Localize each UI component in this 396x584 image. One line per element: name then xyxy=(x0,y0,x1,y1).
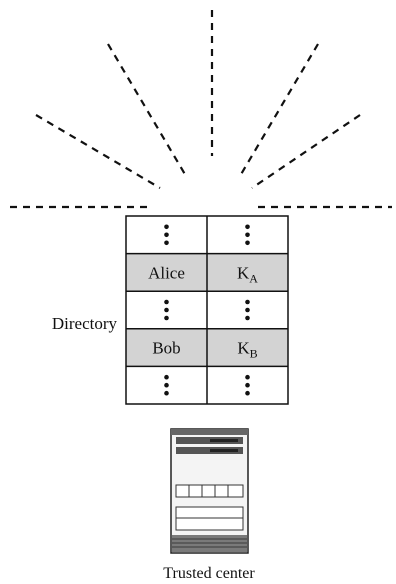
server-drive-slot-1 xyxy=(210,439,238,442)
server-caption: Trusted center xyxy=(163,565,255,582)
ellipsis-dots-name xyxy=(164,374,169,396)
server-top-cap xyxy=(171,429,248,435)
ray-left-low xyxy=(35,114,161,189)
ray-right-high xyxy=(239,43,319,177)
server-icon xyxy=(170,428,249,554)
server-drive-bay-1 xyxy=(176,437,243,444)
server-vent-lines xyxy=(172,538,247,548)
server-io-ticks xyxy=(188,485,229,497)
table-grid xyxy=(125,215,289,405)
entry-key: KA xyxy=(237,263,258,285)
key-base: K xyxy=(237,339,250,358)
entry-name: Bob xyxy=(152,339,180,358)
key-base: K xyxy=(237,263,250,282)
entry-name: Alice xyxy=(148,263,185,282)
ellipsis-dots-key xyxy=(245,224,250,246)
key-subscript: B xyxy=(250,347,258,361)
directory-label: Directory xyxy=(52,314,118,333)
ellipsis-dots-key xyxy=(245,299,250,321)
entry-key: KB xyxy=(237,339,257,361)
ellipsis-dots-name xyxy=(164,299,169,321)
broadcast-rays xyxy=(10,10,392,209)
key-subscript: A xyxy=(249,271,258,285)
ellipsis-dots-key xyxy=(245,374,250,396)
server-io-panel xyxy=(175,484,244,498)
ray-left-high xyxy=(107,43,187,177)
ellipsis-dots-name xyxy=(164,224,169,246)
server-drive-bay-2 xyxy=(176,447,243,454)
ray-right-low xyxy=(251,114,361,189)
server-drive-slot-2 xyxy=(210,449,238,452)
